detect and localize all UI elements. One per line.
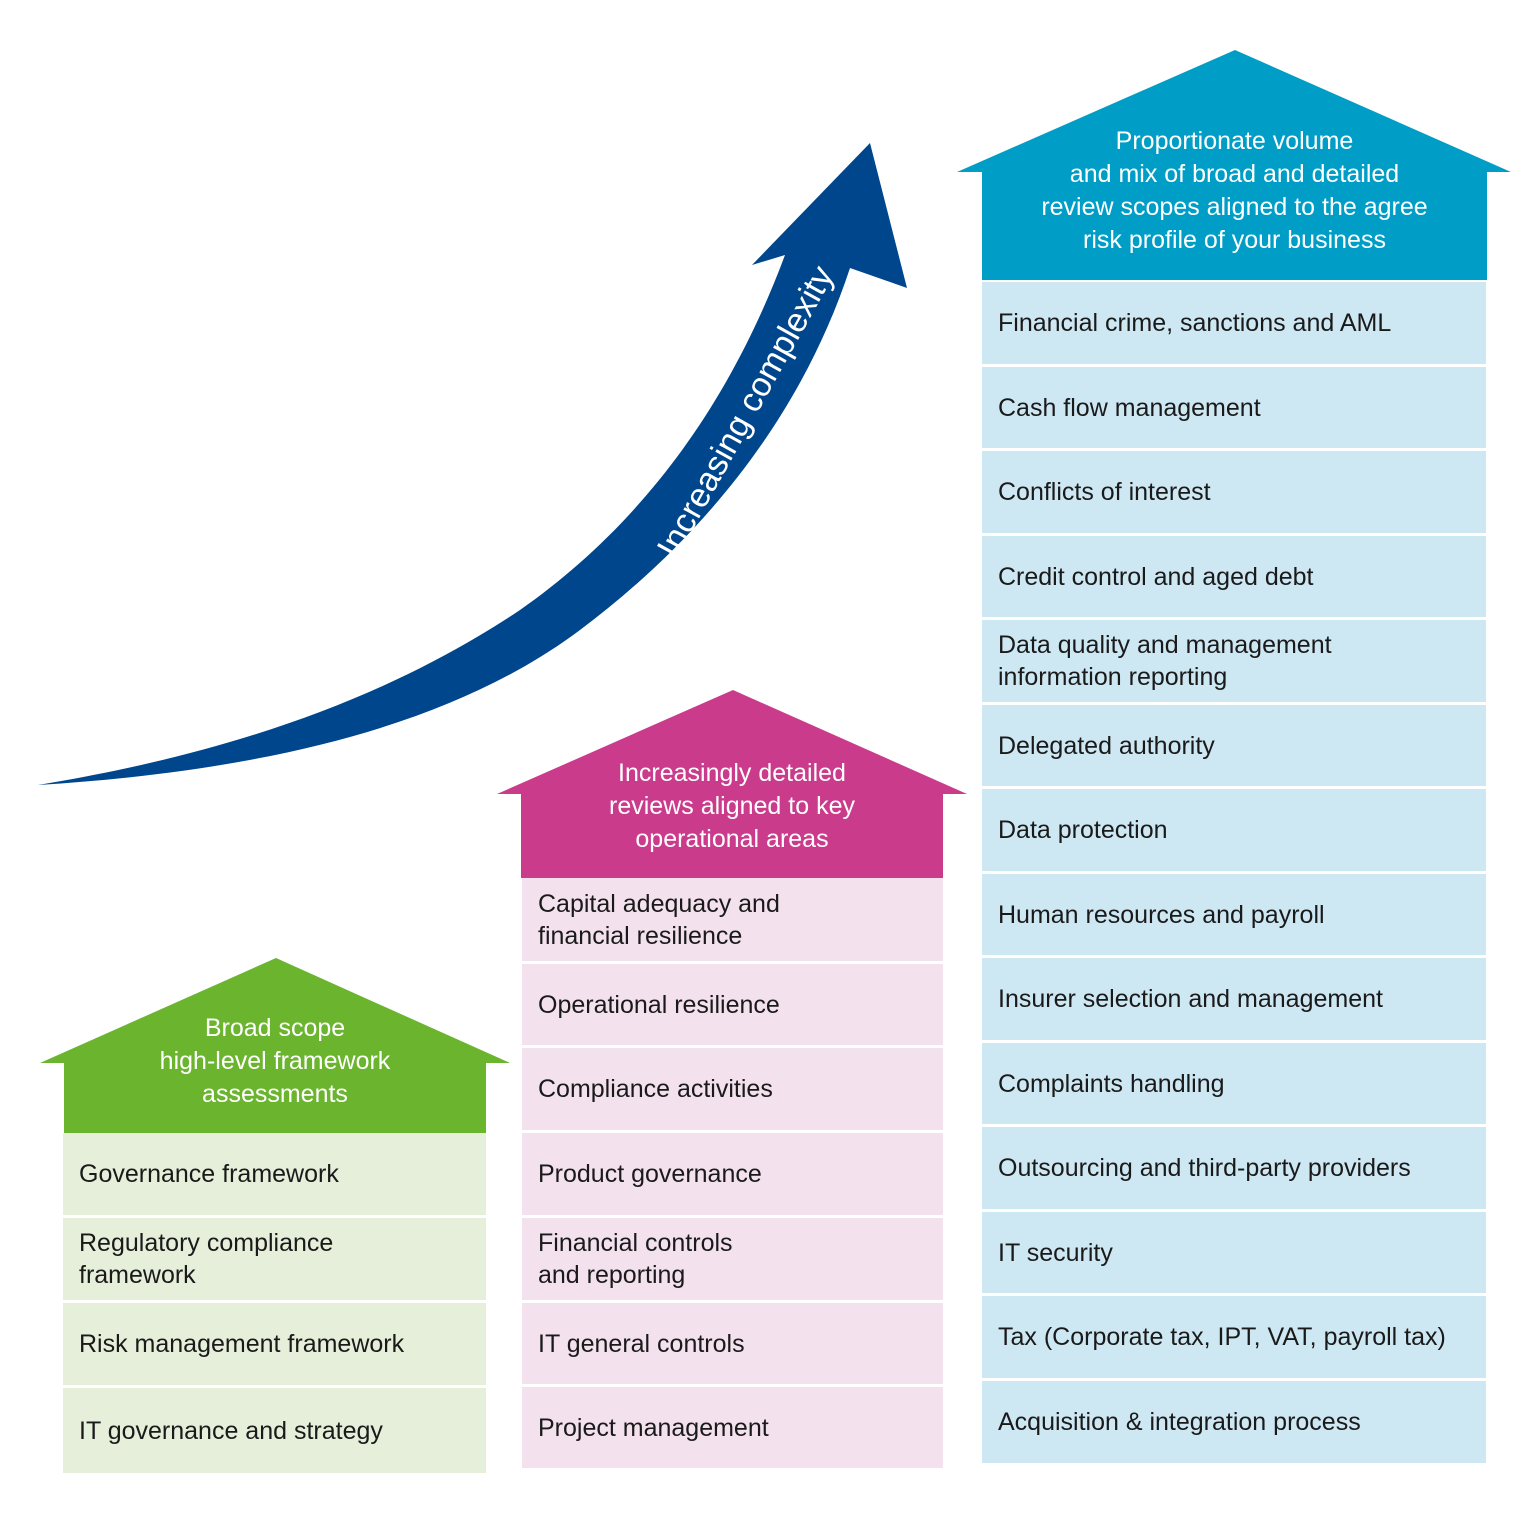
list-item: Compliance activities: [522, 1048, 943, 1130]
list-item: Governance framework: [63, 1133, 486, 1215]
proportionate-list: Financial crime, sanctions and AML Cash …: [982, 282, 1486, 1463]
list-item: IT general controls: [522, 1303, 943, 1384]
list-item: Data protection: [982, 789, 1486, 871]
roof-shape: [957, 50, 1511, 280]
list-item: Financial crime, sanctions and AML: [982, 282, 1486, 364]
roof-shape: [40, 958, 510, 1133]
list-item: IT governance and strategy: [63, 1388, 486, 1473]
broad-scope-title: Broad scope high-level framework assessm…: [159, 1014, 391, 1108]
list-item: Capital adequacy and financial resilienc…: [522, 878, 943, 961]
proportionate-title: Proportionate volume and mix of broad an…: [1041, 127, 1428, 254]
detailed-reviews-header: Increasingly detailed reviews aligned to…: [497, 690, 967, 878]
list-item: Conflicts of interest: [982, 451, 1486, 533]
proportionate-header: Proportionate volume and mix of broad an…: [957, 50, 1511, 280]
broad-scope-list: Governance framework Regulatory complian…: [63, 1133, 486, 1473]
list-item: Risk management framework: [63, 1303, 486, 1385]
detailed-reviews-title: Increasingly detailed reviews aligned to…: [609, 759, 855, 853]
roof-shape: [497, 690, 967, 878]
list-item: Data quality and management information …: [982, 620, 1486, 702]
list-item: Project management: [522, 1387, 943, 1468]
list-item: Product governance: [522, 1133, 943, 1215]
broad-scope-header: Broad scope high-level framework assessm…: [40, 958, 510, 1133]
arrow-label: Increasing complexity: [650, 260, 842, 564]
list-item: Cash flow management: [982, 367, 1486, 448]
list-item: Complaints handling: [982, 1043, 1486, 1124]
arrow-shape: [38, 143, 907, 785]
list-item: IT security: [982, 1212, 1486, 1293]
list-item: Credit control and aged debt: [982, 536, 1486, 617]
list-item: Financial controls and reporting: [522, 1218, 943, 1300]
list-item: Human resources and payroll: [982, 874, 1486, 955]
list-item: Operational resilience: [522, 964, 943, 1045]
list-item: Regulatory compliance framework: [63, 1218, 486, 1300]
detailed-reviews-list: Capital adequacy and financial resilienc…: [522, 878, 943, 1468]
list-item: Acquisition & integration process: [982, 1381, 1486, 1463]
list-item: Insurer selection and management: [982, 958, 1486, 1040]
list-item: Tax (Corporate tax, IPT, VAT, payroll ta…: [982, 1296, 1486, 1378]
list-item: Delegated authority: [982, 705, 1486, 786]
list-item: Outsourcing and third-party providers: [982, 1127, 1486, 1209]
